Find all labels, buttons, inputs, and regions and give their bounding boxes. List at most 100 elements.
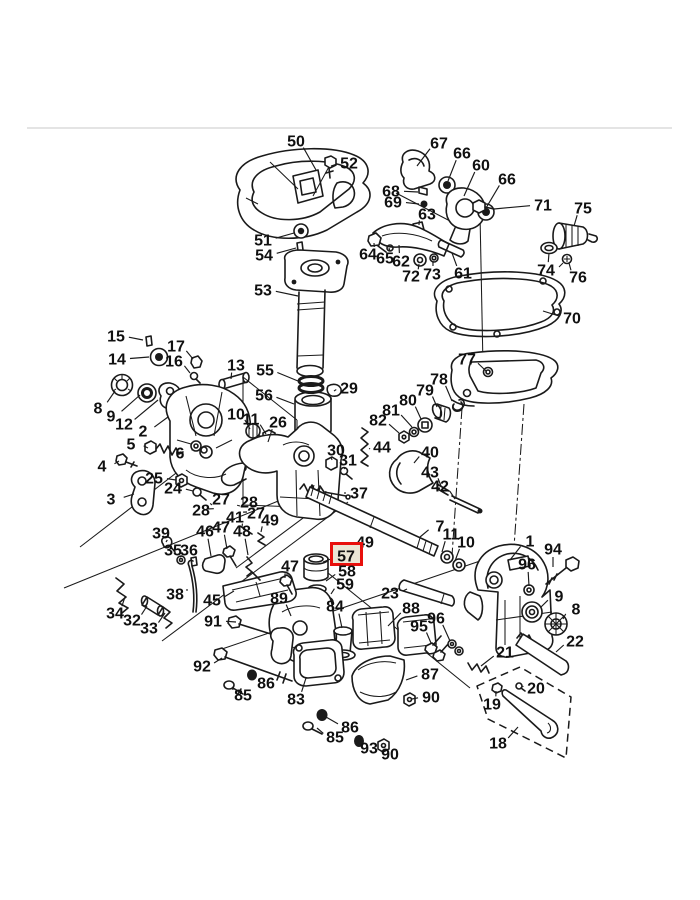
- part-number-9[interactable]: 9: [107, 409, 116, 426]
- part-number-47[interactable]: 47: [281, 559, 299, 576]
- part-label-66[interactable]: 66: [447, 146, 471, 182]
- part-label-45[interactable]: 45: [203, 590, 235, 610]
- part-label-76[interactable]: 76: [568, 262, 587, 287]
- part-number-92[interactable]: 92: [193, 659, 211, 676]
- part-label-54[interactable]: 54: [255, 247, 297, 265]
- part-number-7[interactable]: 7: [436, 519, 445, 536]
- part-label-8[interactable]: 8: [94, 390, 116, 418]
- part-number-19[interactable]: 19: [483, 697, 501, 714]
- part-label-22[interactable]: 22: [555, 634, 584, 653]
- part-label-65[interactable]: 65: [376, 247, 394, 268]
- part-label-87[interactable]: 87: [405, 667, 439, 684]
- part-number-23[interactable]: 23: [381, 586, 399, 603]
- part-number-62[interactable]: 62: [392, 254, 410, 271]
- part-number-4[interactable]: 4: [98, 459, 107, 476]
- part-number-95[interactable]: 95: [410, 619, 428, 636]
- part-number-24[interactable]: 24: [164, 481, 182, 498]
- part-label-46[interactable]: 46: [196, 524, 214, 557]
- part-label-93[interactable]: 93: [358, 741, 378, 758]
- part-number-81[interactable]: 81: [382, 403, 400, 420]
- part-label-35[interactable]: 35: [164, 543, 183, 560]
- part-label-2[interactable]: 2: [139, 416, 169, 441]
- part-label-11[interactable]: 11: [243, 412, 267, 435]
- part-number-25[interactable]: 25: [145, 471, 163, 488]
- part-label-57-highlighted[interactable]: 57: [322, 542, 363, 566]
- part-number-1[interactable]: 1: [526, 534, 535, 551]
- part-number-45[interactable]: 45: [203, 593, 221, 610]
- part-label-83[interactable]: 83: [287, 677, 307, 709]
- part-number-29[interactable]: 29: [340, 381, 358, 398]
- part-label-90[interactable]: 90: [381, 746, 399, 764]
- part-number-50[interactable]: 50: [287, 134, 305, 151]
- part-number-66[interactable]: 66: [453, 146, 471, 163]
- part-label-40[interactable]: 40: [413, 445, 439, 464]
- part-label-90[interactable]: 90: [411, 690, 440, 707]
- part-label-59[interactable]: 59: [330, 577, 354, 595]
- part-number-85[interactable]: 85: [326, 730, 344, 747]
- part-number-35[interactable]: 35: [164, 543, 182, 560]
- part-label-60[interactable]: 60: [463, 158, 490, 197]
- part-label-33[interactable]: 33: [140, 612, 166, 638]
- part-number-69[interactable]: 69: [384, 195, 402, 212]
- part-number-21[interactable]: 21: [496, 645, 514, 662]
- part-number-12[interactable]: 12: [115, 417, 133, 434]
- part-number-9[interactable]: 9: [555, 589, 564, 606]
- part-label-48[interactable]: 48: [233, 524, 251, 556]
- part-label-72[interactable]: 72: [402, 263, 420, 286]
- part-number-94[interactable]: 94: [544, 542, 562, 559]
- part-label-77[interactable]: 77: [458, 352, 487, 372]
- part-label-62[interactable]: 62: [392, 244, 410, 271]
- part-number-79[interactable]: 79: [416, 383, 434, 400]
- part-label-13[interactable]: 13: [227, 358, 245, 380]
- part-label-36[interactable]: 36: [180, 543, 198, 560]
- part-number-72[interactable]: 72: [402, 269, 420, 286]
- part-label-67[interactable]: 67: [416, 136, 448, 167]
- part-number-60[interactable]: 60: [472, 158, 490, 175]
- part-label-32[interactable]: 32: [123, 605, 148, 630]
- part-number-82[interactable]: 82: [369, 413, 387, 430]
- part-label-15[interactable]: 15: [107, 329, 144, 346]
- part-number-71[interactable]: 71: [534, 198, 552, 215]
- part-label-25[interactable]: 25: [145, 471, 177, 488]
- part-label-21[interactable]: 21: [480, 645, 514, 667]
- part-label-27[interactable]: 27: [209, 492, 230, 509]
- part-label-55[interactable]: 55: [256, 363, 299, 382]
- part-label-20[interactable]: 20: [522, 681, 545, 698]
- part-label-28[interactable]: 28: [236, 495, 258, 512]
- part-number-39[interactable]: 39: [152, 526, 170, 543]
- part-number-27[interactable]: 27: [212, 492, 230, 509]
- part-number-47[interactable]: 47: [212, 520, 230, 537]
- part-number-68[interactable]: 68: [382, 184, 400, 201]
- part-label-5[interactable]: 5: [127, 437, 149, 454]
- part-number-41[interactable]: 41: [226, 510, 244, 527]
- part-label-29[interactable]: 29: [333, 381, 358, 398]
- part-number-48[interactable]: 48: [233, 524, 251, 541]
- part-number-93[interactable]: 93: [360, 741, 378, 758]
- part-number-40[interactable]: 40: [421, 445, 439, 462]
- part-number-84[interactable]: 84: [326, 599, 344, 616]
- part-number-86[interactable]: 86: [341, 720, 359, 737]
- part-label-28[interactable]: 28: [192, 503, 214, 520]
- part-number-5[interactable]: 5: [127, 437, 136, 454]
- part-number-59[interactable]: 59: [336, 577, 354, 594]
- part-label-71[interactable]: 71: [493, 198, 552, 215]
- part-number-67[interactable]: 67: [430, 136, 448, 153]
- part-label-92[interactable]: 92: [193, 657, 223, 676]
- part-number-11[interactable]: 11: [243, 412, 260, 429]
- part-number-87[interactable]: 87: [421, 667, 439, 684]
- part-label-63[interactable]: 63: [418, 207, 436, 226]
- part-label-86[interactable]: 86: [253, 676, 275, 693]
- part-number-31[interactable]: 31: [339, 453, 357, 470]
- part-number-32[interactable]: 32: [123, 613, 141, 630]
- part-label-51[interactable]: 51: [254, 232, 295, 250]
- part-label-44[interactable]: 44: [368, 440, 391, 457]
- part-label-39[interactable]: 39: [152, 526, 170, 543]
- part-number-58[interactable]: 58: [338, 564, 356, 581]
- part-label-85[interactable]: 85: [232, 686, 252, 705]
- part-label-53[interactable]: 53: [254, 283, 299, 300]
- part-label-6[interactable]: 6: [176, 446, 193, 463]
- part-label-89[interactable]: 89: [270, 591, 292, 617]
- part-label-66[interactable]: 66: [485, 172, 516, 209]
- part-number-65[interactable]: 65: [376, 251, 394, 268]
- part-number-66[interactable]: 66: [498, 172, 516, 189]
